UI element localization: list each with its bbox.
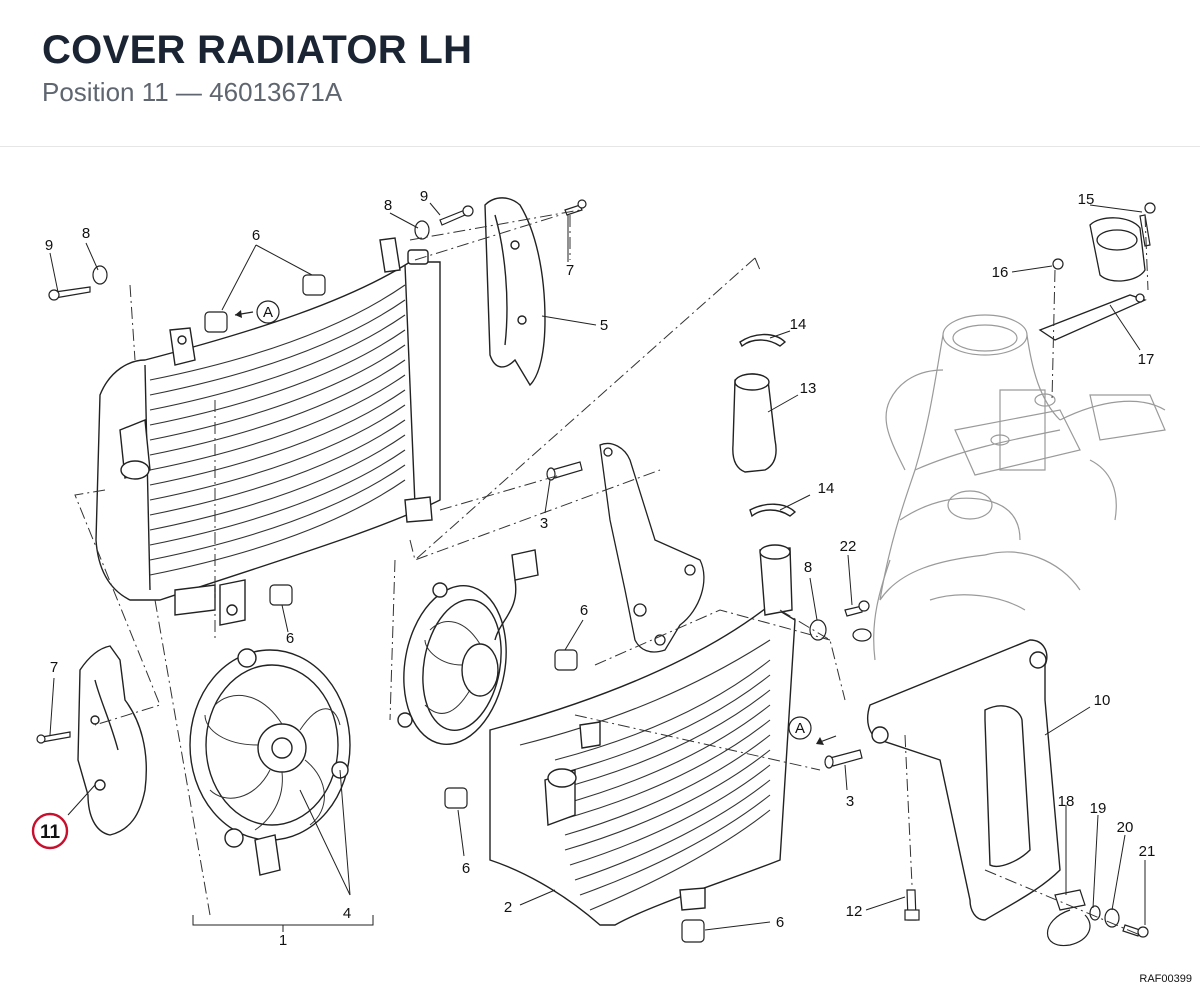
callout-1: 1: [279, 932, 287, 949]
callout-6: 6: [252, 227, 260, 244]
view-marker-label: A: [795, 720, 805, 737]
callout-8: 8: [82, 225, 90, 242]
callout-14: 14: [818, 480, 835, 497]
callout-10: 10: [1094, 692, 1111, 709]
highlighted-callout-11[interactable]: 11: [31, 812, 69, 850]
callout-2: 2: [504, 899, 512, 916]
rh-bracket: [867, 639, 1061, 921]
drawing-code: RAF00399: [1139, 973, 1192, 985]
callout-3: 3: [846, 793, 854, 810]
callout-12: 12: [846, 903, 863, 920]
fan-left: [189, 648, 351, 876]
radiator-side-cover: [484, 197, 546, 387]
callout-6: 6: [580, 602, 588, 619]
callout-8: 8: [804, 559, 812, 576]
radiator-rh: [489, 544, 796, 926]
radiator-lh: [95, 237, 441, 626]
upper-clamp-bracket: [1038, 217, 1147, 341]
page-title: COVER RADIATOR LH: [42, 28, 473, 72]
view-marker-label: A: [263, 304, 273, 321]
page-subtitle: Position 11 — 46013671A: [42, 77, 343, 107]
callout-6: 6: [286, 630, 294, 647]
callout-9: 9: [45, 237, 53, 254]
callout-21: 21: [1139, 843, 1156, 860]
callout-4: 4: [343, 905, 351, 922]
callout-17: 17: [1138, 351, 1155, 368]
callout-20: 20: [1117, 819, 1134, 836]
leader-lines: [49, 202, 1146, 932]
header: COVER RADIATOR LH Position 11 — 46013671…: [0, 0, 1200, 147]
callout-9: 9: [420, 188, 428, 205]
callout-16: 16: [992, 264, 1009, 281]
callout-8: 8: [384, 197, 392, 214]
view-marker: A: [788, 716, 837, 745]
callout-14: 14: [790, 316, 807, 333]
callout-6: 6: [776, 914, 784, 931]
callout-19: 19: [1090, 800, 1107, 817]
callout-13: 13: [800, 380, 817, 397]
view-marker: A: [234, 300, 280, 324]
frame-outline: [873, 314, 1166, 661]
highlighted-callout-label: 11: [40, 822, 61, 843]
fan-middle: [397, 549, 539, 745]
callout-7: 7: [50, 659, 58, 676]
callout-7: 7: [566, 262, 574, 279]
hardware: [36, 199, 1156, 947]
callout-15: 15: [1078, 191, 1095, 208]
callout-3: 3: [540, 515, 548, 532]
assembly-lines: [74, 209, 1149, 936]
cover-radiator-lh-part: [77, 645, 147, 836]
hose: [732, 333, 797, 518]
callout-5: 5: [600, 317, 608, 334]
upper-bracket: [599, 442, 705, 653]
callout-18: 18: [1058, 793, 1075, 810]
callout-labels: 1 2 3 3 4 5 6 6 6 6 6 6 7 7 8 8 8 9 9 10…: [45, 188, 1156, 949]
callout-22: 22: [840, 538, 857, 555]
callout-6: 6: [462, 860, 470, 877]
